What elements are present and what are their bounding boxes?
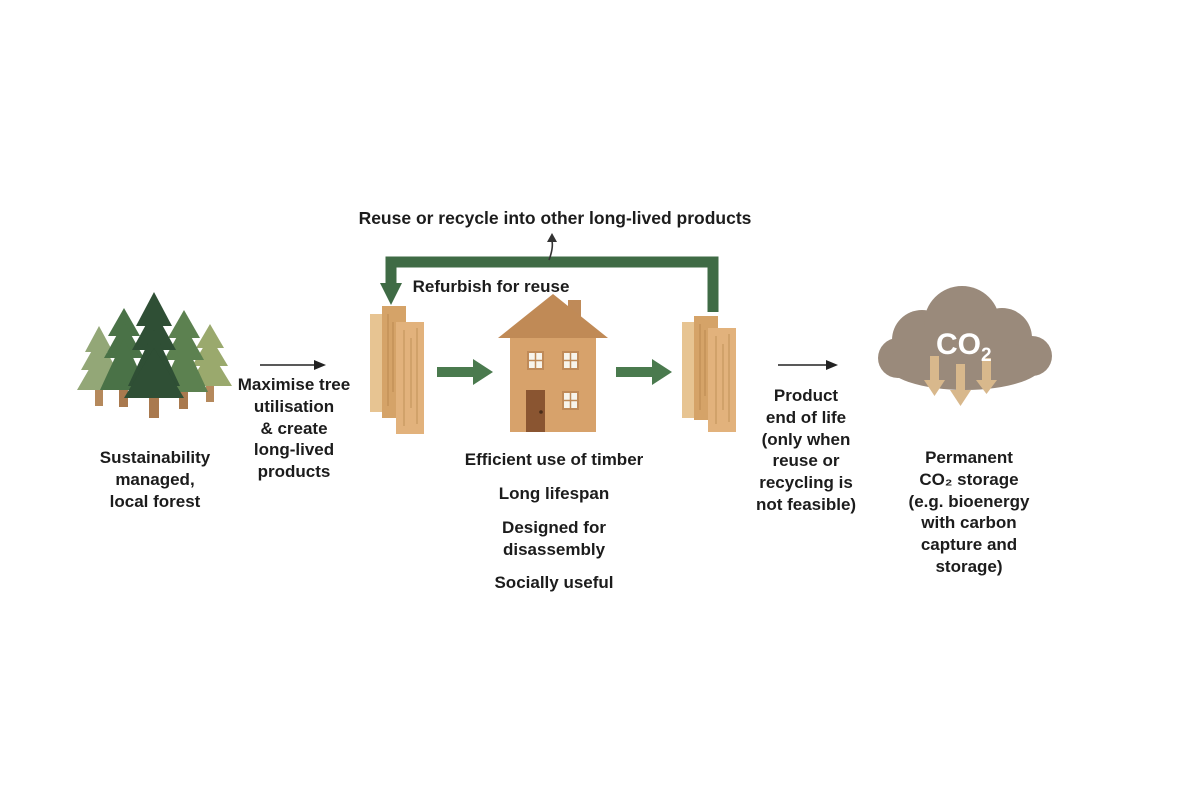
timber-stack-left-icon (370, 306, 424, 434)
caption-socially-useful: Socially useful (494, 573, 614, 592)
green-arrow-icon (437, 359, 493, 385)
pine-tree-icon (124, 292, 184, 418)
co2-subscript: 2 (981, 345, 992, 366)
loop-arrowhead (380, 283, 402, 305)
house-body (510, 338, 596, 432)
window (562, 351, 579, 370)
roof (498, 294, 608, 338)
forest-caption: Sustainability managed, local forest (99, 448, 211, 511)
forest-icon (77, 292, 232, 418)
flow-arrow-icon (778, 360, 838, 370)
caption-long-lifespan: Long lifespan (498, 484, 610, 503)
end-of-life-label: Product end of life (only when reuse or … (755, 386, 857, 514)
co2-cloud-icon: CO 2 (878, 286, 1052, 406)
reuse-pointer-arrow (547, 233, 557, 261)
timber-stack-right-icon (682, 316, 736, 432)
flow-arrow-icon (260, 360, 326, 370)
caption-efficient-use: Efficient use of timber (464, 450, 644, 469)
window (562, 391, 579, 410)
caption-disassembly: Designed for disassembly (502, 518, 606, 559)
green-arrow-icon (616, 359, 672, 385)
refurbish-label: Refurbish for reuse (412, 277, 570, 296)
sequestration-arrows-icon (924, 356, 997, 406)
reuse-recycle-label: Reuse or recycle into other long-lived p… (358, 208, 752, 228)
recycle-loop-arrow (380, 233, 719, 312)
cloud-shape (878, 286, 1052, 390)
door (526, 390, 545, 432)
storage-caption: Permanent CO₂ storage (e.g. bioenergy wi… (908, 448, 1030, 576)
house-icon (498, 294, 608, 432)
window (527, 351, 544, 370)
co2-label: CO (936, 328, 981, 361)
maximise-label: Maximise tree utilisation & create long-… (237, 375, 351, 481)
refurbish-loop-path (385, 256, 719, 312)
